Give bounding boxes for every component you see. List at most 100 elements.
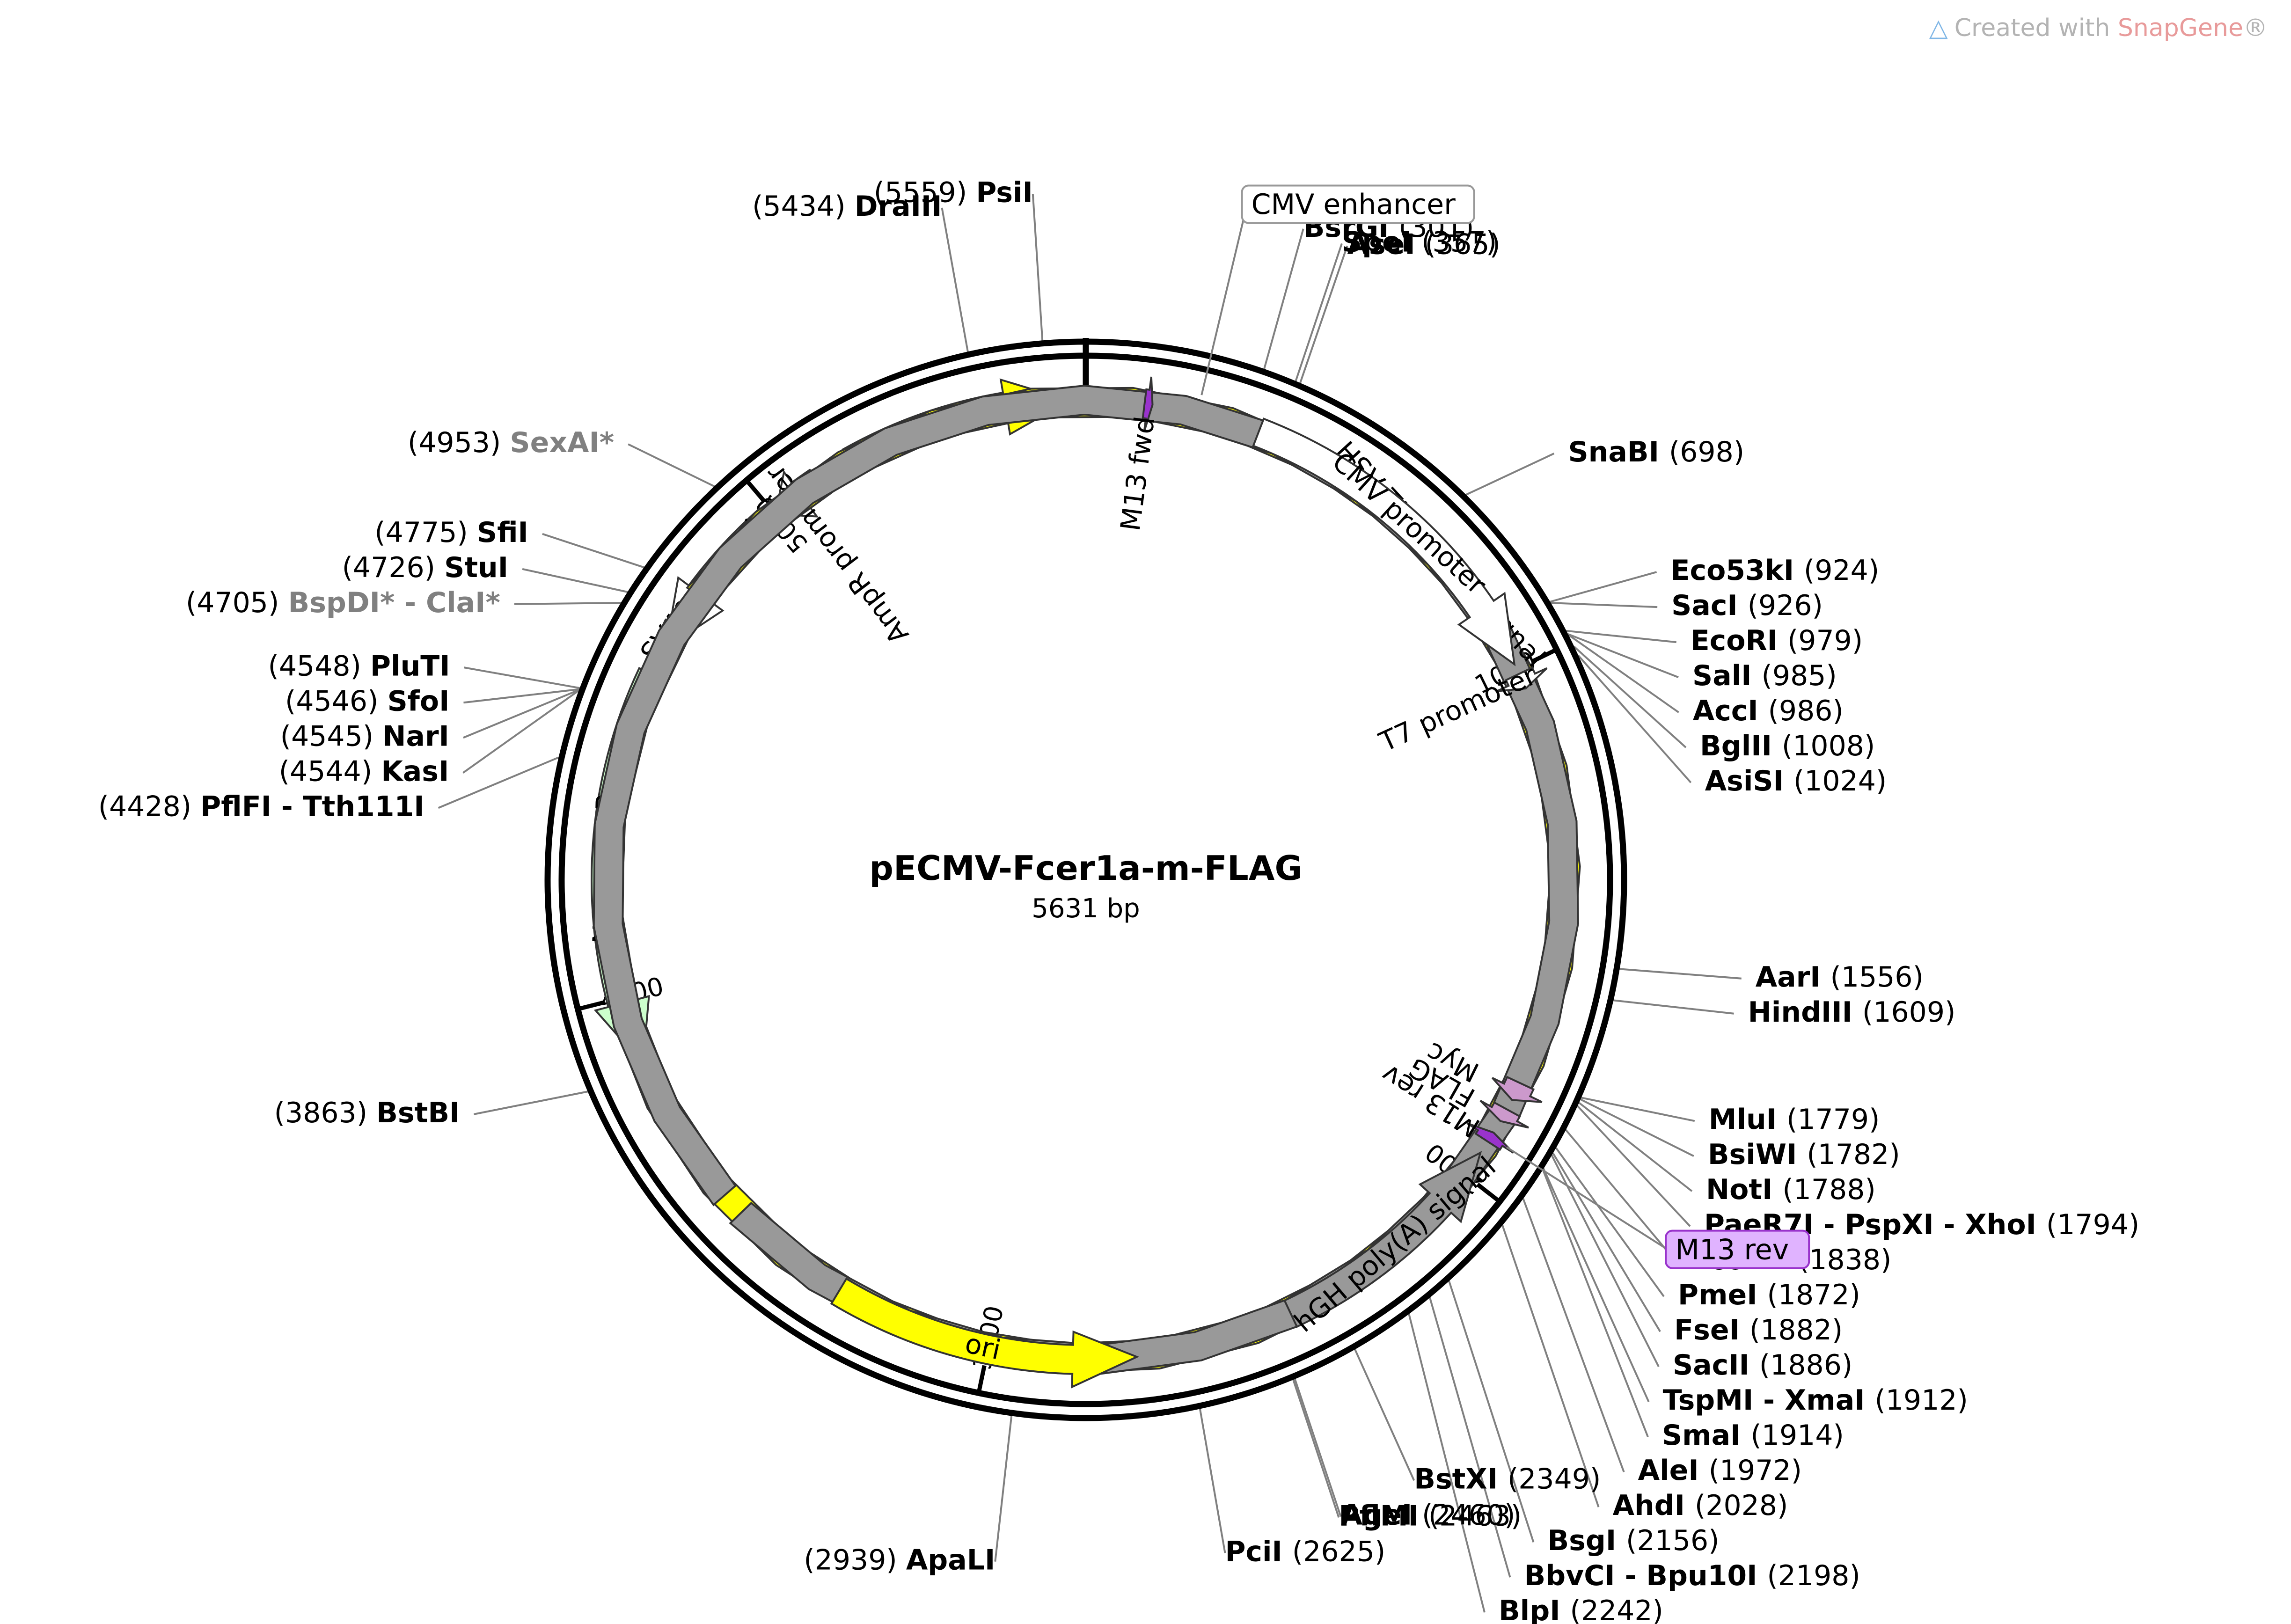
site-fsei: FseI (1882) <box>1674 1314 1843 1346</box>
site-leader-line <box>464 666 580 689</box>
feature-hgh-poly-a-signal <box>1283 1151 1482 1328</box>
site-leader-line <box>1552 1152 1661 1332</box>
site-position: (4726) <box>342 551 445 584</box>
site-position: (2625) <box>1292 1535 1386 1568</box>
feature-label: ori <box>962 1327 1003 1366</box>
site-position: (5559) <box>874 176 976 209</box>
site-leader-line <box>1522 1198 1625 1472</box>
site-tspmi-xmai: TspMI - XmaI (1912) <box>1663 1384 1968 1417</box>
site-name: PluTI <box>370 650 450 682</box>
site-kasi: (4544) KasI <box>279 755 449 788</box>
site-asei: AseI (365) <box>1347 228 1500 261</box>
site-leader-line <box>1542 1169 1649 1437</box>
site-position: (2028) <box>1695 1489 1788 1522</box>
site-leader-line <box>1566 629 1676 644</box>
site-name: NarI <box>382 720 449 753</box>
site-leader-line <box>1578 1102 1693 1192</box>
site-position: (5434) <box>752 190 855 223</box>
feature-m13-rev <box>1466 1122 1515 1154</box>
site-position: (2939) <box>804 1544 906 1576</box>
feature-flag <box>1479 1100 1529 1129</box>
site-name: SfiI <box>477 516 528 549</box>
site-position: (924) <box>1804 554 1879 587</box>
site-leader-line <box>994 1415 1013 1562</box>
site-position: (1556) <box>1830 960 1924 993</box>
site-acci: AccI (986) <box>1693 695 1844 727</box>
site-name: AleI <box>1638 1454 1709 1487</box>
site-position: (1024) <box>1793 765 1887 797</box>
site-bglii: BglII (1008) <box>1700 730 1875 762</box>
site-noti: NotI (1788) <box>1706 1173 1876 1206</box>
site-name: SpeI <box>1342 226 1421 258</box>
site-bstbi: (3863) BstBI <box>274 1096 460 1129</box>
site-leader-line <box>1567 633 1679 679</box>
tick-mark <box>977 1365 987 1391</box>
site-position: (4775) <box>374 516 477 549</box>
site-leader-line <box>1299 245 1348 384</box>
site-name: SmaI <box>1662 1419 1750 1452</box>
snapgene-logo-icon: △ <box>1929 14 1948 42</box>
site-mlui: MluI (1779) <box>1709 1103 1880 1136</box>
site-leader-line <box>1551 1155 1660 1368</box>
site-position: (4428) <box>98 790 201 823</box>
site-name: KasI <box>381 755 449 788</box>
site-leader-line <box>463 688 580 739</box>
site-position: (4705) <box>186 586 288 619</box>
site-position: (2463) <box>1428 1500 1522 1532</box>
site-position: (365) <box>1425 228 1500 261</box>
site-bspdi-clai: (4705) BspDI* - ClaI* <box>186 586 500 619</box>
site-snabi: SnaBI (698) <box>1568 436 1744 468</box>
site-leader-line <box>1448 1280 1535 1543</box>
site-name: SexAI* <box>510 426 614 459</box>
site-bsiwi: BsiWI (1782) <box>1708 1138 1900 1171</box>
site-leader-line <box>1295 243 1343 382</box>
site-position: (3863) <box>274 1096 377 1129</box>
site-name: EcoRI <box>1691 624 1787 657</box>
site-name: ApaLI <box>906 1544 995 1576</box>
site-position: (926) <box>1748 589 1823 622</box>
site-position: (2242) <box>1570 1595 1663 1624</box>
feature-ori <box>830 1277 1140 1389</box>
site-name: BbvCI - Bpu10I <box>1524 1559 1767 1592</box>
tick-mark <box>1476 1183 1499 1202</box>
site-name: AgeI <box>1341 1499 1422 1531</box>
site-name: SacI <box>1671 589 1747 622</box>
site-ahdi: AhdI (2028) <box>1613 1489 1788 1522</box>
site-aari: AarI (1556) <box>1756 960 1924 993</box>
site-leader-line <box>438 756 559 809</box>
site-position: (4544) <box>279 755 381 788</box>
site-leader-line <box>514 602 622 605</box>
site-sacii: SacII (1886) <box>1673 1349 1852 1382</box>
site-leader-line <box>1555 1147 1665 1297</box>
feature-t7-promoter <box>1496 666 1548 692</box>
site-leader-line <box>1294 1378 1342 1517</box>
tick-mark <box>580 1000 606 1011</box>
site-leader-line <box>1263 228 1304 370</box>
site-position: (1609) <box>1862 995 1956 1028</box>
site-leader-line <box>1408 1313 1486 1613</box>
site-name: NotI <box>1706 1173 1782 1206</box>
site-name: BstBI <box>376 1096 460 1129</box>
feature-label: M13 fwd <box>1114 415 1161 533</box>
site-position: (2349) <box>1508 1463 1601 1495</box>
plasmid-size: 5631 bp <box>1032 893 1140 924</box>
site-sfii: (4775) SfiI <box>374 516 528 549</box>
site-leader-line <box>1577 654 1692 783</box>
leader-lines <box>438 194 1742 1613</box>
site-saci: SacI (926) <box>1671 589 1823 622</box>
site-name: Eco53kI <box>1671 554 1804 587</box>
site-name: TspMI - XmaI <box>1663 1384 1875 1417</box>
site-eco53ki: Eco53kI (924) <box>1671 554 1880 587</box>
site-sali: SalI (985) <box>1692 659 1837 692</box>
site-name: BsgI <box>1547 1524 1626 1557</box>
site-position: (1886) <box>1759 1349 1853 1382</box>
site-leader-line <box>628 443 715 488</box>
site-smai: SmaI (1914) <box>1662 1419 1844 1452</box>
callout-m13-rev: M13 rev <box>1675 1233 1789 1266</box>
site-position: (2156) <box>1626 1524 1720 1557</box>
site-leader-line <box>1573 645 1687 748</box>
site-apali: (2939) ApaLI <box>804 1544 995 1576</box>
site-position: (979) <box>1787 624 1863 657</box>
site-bbvci-bpu10i: BbvCI - Bpu10I (2198) <box>1524 1559 1860 1592</box>
